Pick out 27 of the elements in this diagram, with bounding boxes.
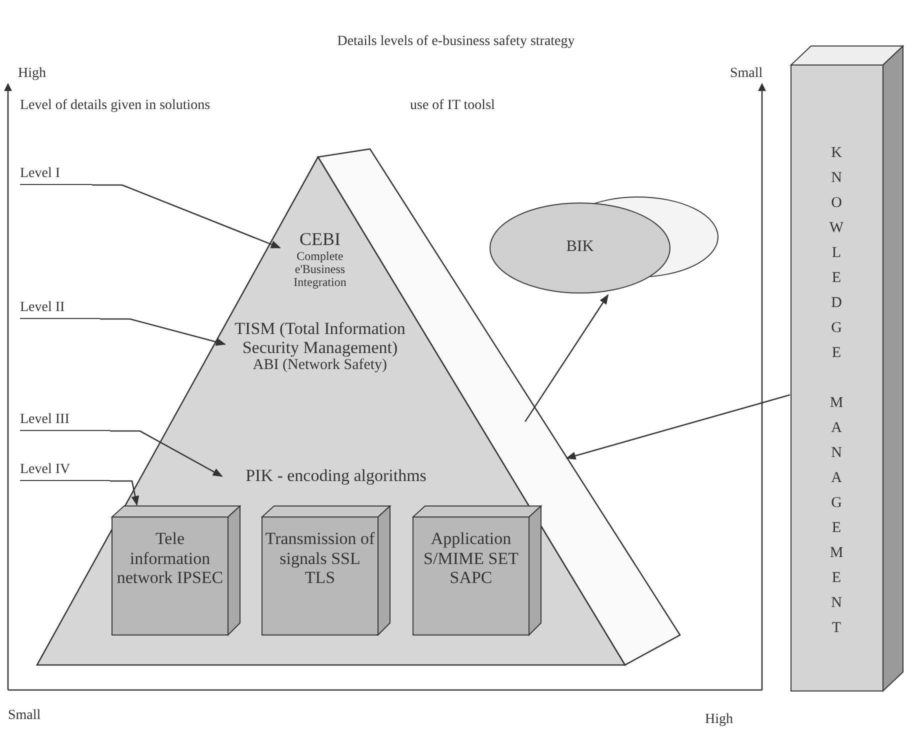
block-label: Transmission of signals SSL TLS <box>264 529 376 588</box>
cylinder-label: BIK <box>565 238 595 256</box>
leader-line <box>100 318 226 346</box>
axis-label: High <box>18 66 46 82</box>
level-description: ABI (Network Safety) <box>252 357 388 374</box>
level-label: Level IV <box>20 462 110 481</box>
leader-line <box>110 430 223 477</box>
level-description: Complete e'Business Integration <box>292 250 348 290</box>
block-label: Tele information network IPSEC <box>116 529 224 588</box>
arrow <box>524 294 609 422</box>
level-heading: CEBI <box>298 230 342 250</box>
axis-label: Level of details given in solutions <box>20 98 210 114</box>
block-label: Application S/MIME SET SAPC <box>422 529 520 588</box>
axis-label: High <box>705 712 733 728</box>
axis-label: use of IT toolsl <box>410 98 495 114</box>
vertical-label: KNOWLEDGE MANAGEMENT <box>828 145 844 645</box>
arrow <box>566 394 790 460</box>
level-label: Level II <box>20 300 100 319</box>
level-heading: PIK - encoding algorithms <box>244 467 428 486</box>
level-label: Level III <box>20 412 110 431</box>
axis-label: Small <box>730 66 763 82</box>
axis-label: Small <box>8 708 41 724</box>
leader-line <box>92 184 281 248</box>
level-heading: TISM (Total Information Security Management) <box>234 320 406 358</box>
leader-line <box>110 480 140 506</box>
level-label: Level I <box>20 166 92 185</box>
title: Details levels of e-business safety strategy <box>336 34 576 50</box>
